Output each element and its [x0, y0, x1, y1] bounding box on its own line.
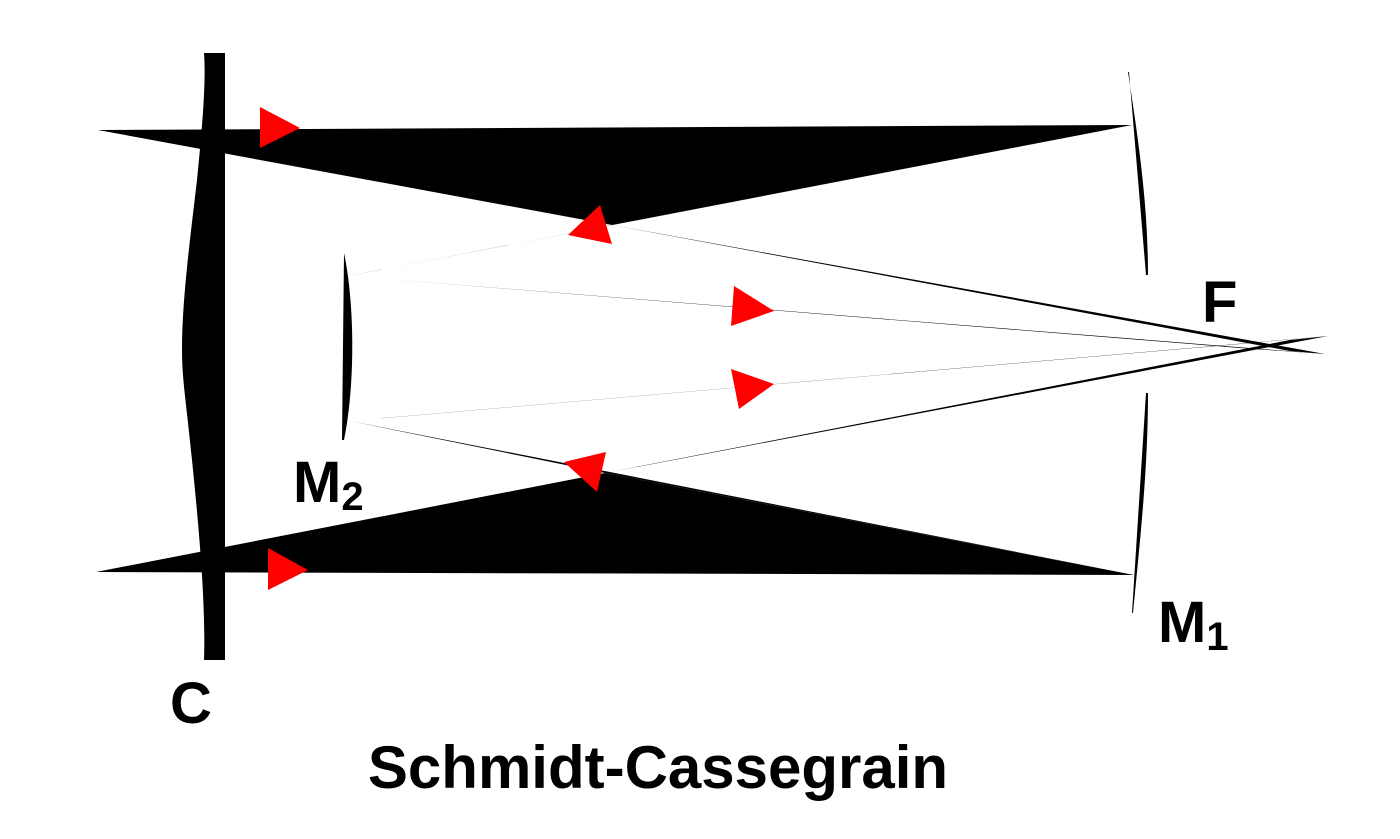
corrector-label: C: [170, 671, 212, 736]
primary-mirror-subscript: 1: [1206, 615, 1228, 659]
upper-beam-to-focus: [348, 276, 1325, 354]
focus-label: F: [1202, 270, 1237, 335]
arrow-right-icon: [268, 548, 308, 590]
upper-entrance-beam: [98, 125, 1132, 225]
corrector-plate: [182, 53, 225, 660]
upper-crossing-beam: [612, 225, 1325, 354]
arrow-up-left-icon: [564, 452, 606, 492]
arrow-down-left-icon: [568, 205, 612, 244]
primary-mirror-label: M1: [1158, 590, 1229, 659]
arrow-right-icon: [731, 286, 774, 326]
lower-beam-to-secondary: [350, 421, 1134, 575]
secondary-mirror-subscript: 2: [341, 475, 363, 519]
upper-beam-to-secondary: [348, 125, 1132, 276]
lower-entrance-beam: [96, 473, 1134, 575]
arrow-right-icon: [260, 107, 300, 148]
secondary-mirror-letter: M: [293, 450, 341, 515]
secondary-mirror: [342, 253, 353, 440]
primary-mirror-lower: [1132, 393, 1148, 613]
secondary-mirror-label: M2: [293, 450, 364, 519]
arrow-up-right-icon: [731, 369, 774, 409]
lower-beam-to-focus: [350, 336, 1328, 421]
lower-crossing-beam: [605, 336, 1328, 473]
primary-mirror-letter: M: [1158, 590, 1206, 655]
primary-mirror-upper: [1128, 72, 1148, 275]
diagram-title: Schmidt-Cassegrain: [368, 734, 948, 801]
